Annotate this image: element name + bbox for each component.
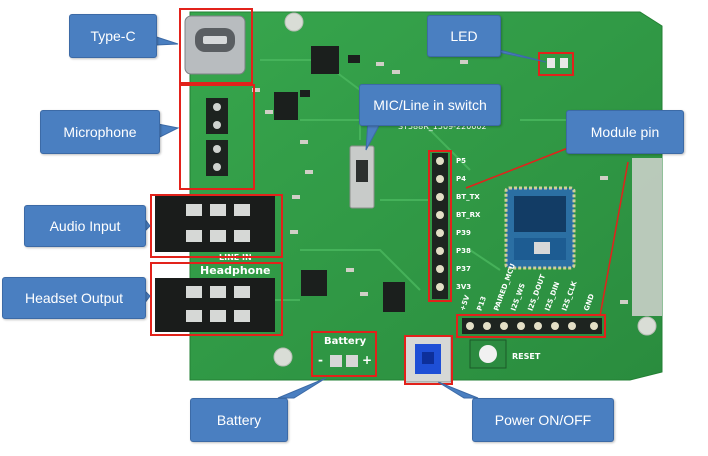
module-pin-arrow — [599, 161, 629, 317]
silk-reset: RESET — [512, 352, 541, 361]
highlight-led — [538, 52, 574, 76]
callout-battery: Battery — [190, 398, 288, 442]
highlight-battery — [311, 331, 377, 377]
highlight-headset-output — [150, 262, 283, 336]
pin-label: P5 — [456, 157, 467, 165]
highlight-power — [404, 335, 453, 385]
silk-board-id: ST588R_1509-220602 — [398, 122, 487, 131]
highlight-audio-input — [150, 194, 283, 258]
highlight-bottom-pins — [456, 314, 606, 338]
pin-label: BT_RX — [456, 211, 481, 219]
silk-headphone: Headphone — [200, 264, 271, 277]
highlight-microphone — [179, 84, 255, 190]
mount-hole — [273, 347, 293, 367]
silk-battery-plus: + — [362, 353, 373, 367]
pin-label: P38 — [456, 247, 471, 255]
callout-audio-input: Audio Input — [24, 205, 146, 247]
callout-power: Power ON/OFF — [472, 398, 614, 442]
silk-battery: Battery — [324, 336, 367, 347]
callout-type-c: Type-C — [69, 14, 157, 58]
pin-label: 3V3 — [456, 283, 472, 291]
pointer-microphone — [157, 123, 180, 139]
callout-microphone: Microphone — [40, 110, 160, 154]
pin-label: P4 — [456, 175, 467, 183]
pin-label: BT_TX — [456, 193, 480, 201]
highlight-side-pins — [428, 150, 452, 302]
highlight-type-c — [179, 8, 253, 84]
callout-headset-output: Headset Output — [2, 277, 146, 319]
pin-label: P39 — [456, 229, 471, 237]
silk-battery-minus: - — [318, 353, 323, 367]
mount-hole — [284, 12, 304, 32]
callout-led: LED — [427, 15, 501, 57]
pointer-battery — [277, 377, 327, 399]
callout-mic-switch: MIC/Line in switch — [359, 84, 501, 126]
module-pin-arrow — [465, 147, 569, 189]
callout-module-pin: Module pin — [566, 110, 684, 154]
pin-label: P37 — [456, 265, 471, 273]
pointer-power — [437, 381, 479, 399]
mount-hole — [637, 316, 657, 336]
